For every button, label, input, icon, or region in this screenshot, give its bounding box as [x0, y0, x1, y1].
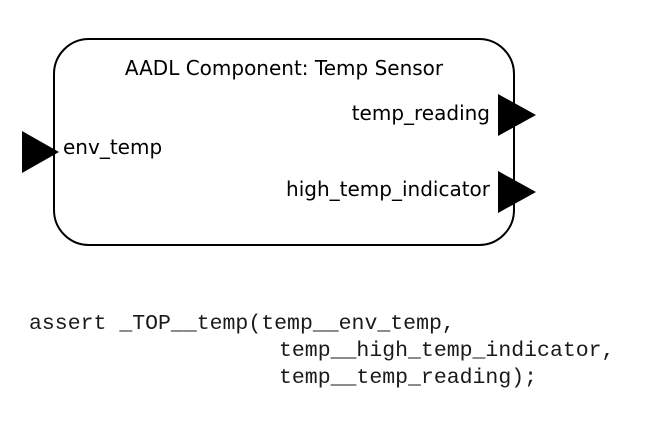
code-line: temp__high_temp_indicator,	[279, 339, 615, 363]
output-port-temp-reading-label: temp_reading	[351, 101, 490, 125]
output-port-temp-reading-arrow-icon	[498, 94, 536, 136]
assert-code-block: assert _TOP__temp(temp__env_temp, temp__h…	[29, 311, 614, 392]
code-line-wrapper: temp__high_temp_indicator,	[29, 338, 614, 365]
component-title: AADL Component: Temp Sensor	[124, 56, 444, 80]
code-line-wrapper: temp__temp_reading);	[29, 365, 614, 392]
output-port-high-temp-indicator-arrow-icon	[498, 171, 536, 213]
code-line: temp__temp_reading);	[279, 366, 538, 390]
input-port-env-temp-label: env_temp	[63, 135, 163, 159]
code-line: assert _TOP__temp(temp__env_temp,	[29, 312, 455, 336]
input-port-arrow-icon	[22, 131, 59, 173]
output-port-high-temp-indicator-label: high_temp_indicator	[286, 177, 490, 201]
aadl-component-box: AADL Component: Temp Sensor	[53, 38, 515, 246]
